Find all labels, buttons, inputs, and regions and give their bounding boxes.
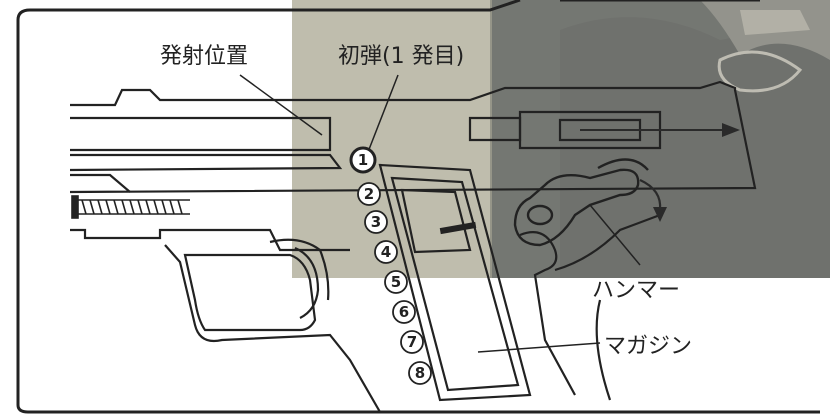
round-number-1: 1 (357, 151, 369, 169)
round-number-3: 3 (370, 213, 382, 231)
grip-outline (519, 213, 661, 401)
round-number-8: 8 (414, 364, 426, 382)
round-number-6: 6 (398, 303, 410, 321)
label-first-round: 初弾(1 発目) (338, 44, 465, 69)
slide-outline (69, 80, 757, 194)
round-number-7: 7 (406, 333, 418, 351)
round-number-4: 4 (380, 243, 392, 261)
label-magazine: マガジン (604, 334, 693, 359)
magazine-outline (378, 163, 532, 402)
label-firing-position: 発射位置 (160, 44, 249, 69)
recoil-spring (71, 195, 190, 219)
overlay-band-left (292, 0, 492, 278)
motion-arrows (580, 123, 740, 222)
round-number-5: 5 (390, 273, 402, 291)
frame-outline (70, 228, 381, 413)
leader-lines (239, 74, 641, 353)
round-circles (349, 146, 432, 385)
label-hammer: ハンマー (592, 278, 681, 303)
mag-catch (439, 221, 477, 235)
frame-border (16, 0, 760, 21)
round-number-2: 2 (363, 185, 375, 203)
frame-border-lower (16, 20, 820, 414)
